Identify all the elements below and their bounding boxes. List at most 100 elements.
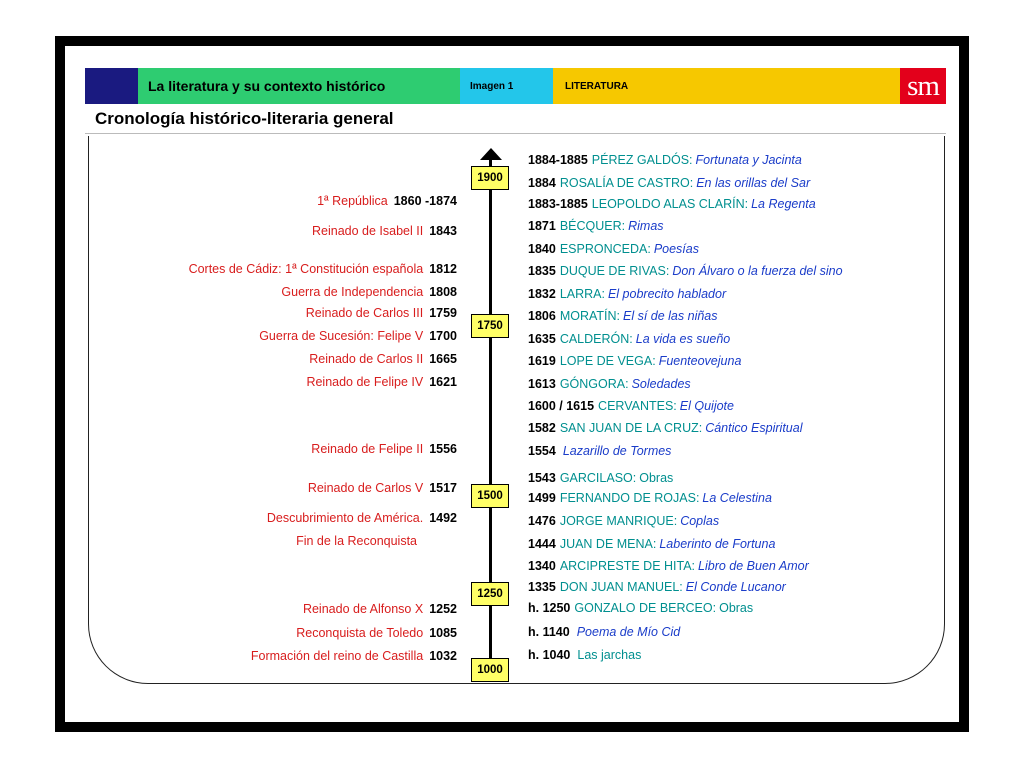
literature-work: El sí de las niñas: [623, 309, 718, 323]
literature-work: Laberinto de Fortuna: [659, 537, 776, 551]
page-title: Cronología histórico-literaria general: [85, 104, 946, 134]
literature-date: 1884: [528, 176, 556, 190]
history-label: 1ª República: [317, 194, 388, 208]
literature-date: 1840: [528, 242, 556, 256]
history-label: Reinado de Carlos III: [305, 306, 424, 320]
literature-date: h. 1250: [528, 601, 571, 615]
literature-work: Poesías: [653, 242, 699, 256]
literature-date: 1340: [528, 559, 556, 573]
literature-author: BÉCQUER:: [559, 219, 626, 233]
history-event: Guerra de Sucesión: Felipe V 1700: [259, 329, 457, 343]
literature-date: 1543: [528, 471, 556, 485]
history-label: Cortes de Cádiz: 1ª Constitución español…: [188, 262, 424, 276]
literature-work: Don Álvaro o la fuerza del sino: [672, 264, 843, 278]
history-date: 1621: [429, 375, 457, 389]
literature-author: ROSALÍA DE CASTRO:: [559, 176, 694, 190]
literature-date: 1335: [528, 580, 556, 594]
history-event: 1ª República 1860 -1874: [317, 194, 457, 208]
history-label: Guerra de Sucesión: Felipe V: [259, 329, 424, 343]
literature-date: 1582: [528, 421, 556, 435]
section-title: La literatura y su contexto histórico: [138, 68, 460, 104]
literature-date: 1554: [528, 444, 556, 458]
literature-date: 1499: [528, 491, 556, 505]
literature-entry: h. 1040 Las jarchas: [528, 648, 641, 662]
history-label: Reinado de Carlos V: [307, 481, 424, 495]
literature-date: 1613: [528, 377, 556, 391]
literature-date: h. 1140: [528, 625, 570, 639]
literature-work: El Conde Lucanor: [685, 580, 786, 594]
history-label: Reinado de Alfonso X: [302, 602, 424, 616]
literature-author: LOPE DE VEGA:: [559, 354, 656, 368]
literature-work: El pobrecito hablador: [607, 287, 727, 301]
literature-date: 1832: [528, 287, 556, 301]
literature-work: Las jarchas: [577, 648, 642, 662]
literature-work: Fortunata y Jacinta: [695, 153, 802, 167]
history-date: 1665: [429, 352, 457, 366]
history-event: Cortes de Cádiz: 1ª Constitución español…: [189, 262, 457, 276]
literature-date: 1476: [528, 514, 556, 528]
literature-date: 1806: [528, 309, 556, 323]
literature-work: Rimas: [628, 219, 664, 233]
history-date: 1085: [429, 626, 457, 640]
history-date: 1700: [429, 329, 457, 343]
literature-author: PÉREZ GALDÓS:: [591, 153, 693, 167]
literature-work: La Celestina: [702, 491, 772, 505]
literature-work: Libro de Buen Amor: [698, 559, 809, 573]
literature-author: LEOPOLDO ALAS CLARÍN:: [591, 197, 749, 211]
year-marker: 1500: [471, 484, 509, 508]
history-date: 1860 -1874: [393, 194, 457, 208]
year-marker: 1250: [471, 582, 509, 606]
literature-date: 1884-1885: [528, 153, 588, 167]
literature-work: La vida es sueño: [635, 332, 731, 346]
slide: La literatura y su contexto histórico Im…: [65, 46, 959, 722]
literature-author: SAN JUAN DE LA CRUZ:: [559, 421, 703, 435]
history-date: 1812: [429, 262, 457, 276]
literature-work: Poema de Mío Cid: [576, 625, 681, 639]
literature-work: Cántico Espiritual: [705, 421, 803, 435]
timeline-arrow-icon: [480, 148, 502, 160]
sm-logo: sm: [900, 68, 946, 104]
history-label: Descubrimiento de América.: [266, 511, 424, 525]
history-date: 1843: [429, 224, 457, 238]
literature-author: CALDERÓN:: [559, 332, 633, 346]
history-label: Reinado de Carlos II: [309, 352, 424, 366]
history-event: Reinado de Felipe IV 1621: [306, 375, 457, 389]
literature-author: GÓNGORA:: [559, 377, 629, 391]
image-label: Imagen 1: [460, 68, 553, 104]
history-date: 1517: [429, 481, 457, 495]
literature-date: h. 1040: [528, 648, 571, 662]
literature-author: LARRA:: [559, 287, 605, 301]
history-event: Descubrimiento de América.1492: [267, 511, 457, 525]
literature-author: DUQUE DE RIVAS:: [559, 264, 670, 278]
history-label: Reinado de Felipe IV: [306, 375, 424, 389]
literature-author: FERNANDO DE ROJAS:: [559, 491, 700, 505]
history-label: Formación del reino de Castilla: [250, 649, 424, 663]
literature-author: JUAN DE MENA:: [559, 537, 657, 551]
history-event: Reinado de Carlos II 1665: [309, 352, 457, 366]
literature-date: 1444: [528, 537, 556, 551]
literature-work: El Quijote: [679, 399, 734, 413]
literature-author: JORGE MANRIQUE:: [559, 514, 678, 528]
